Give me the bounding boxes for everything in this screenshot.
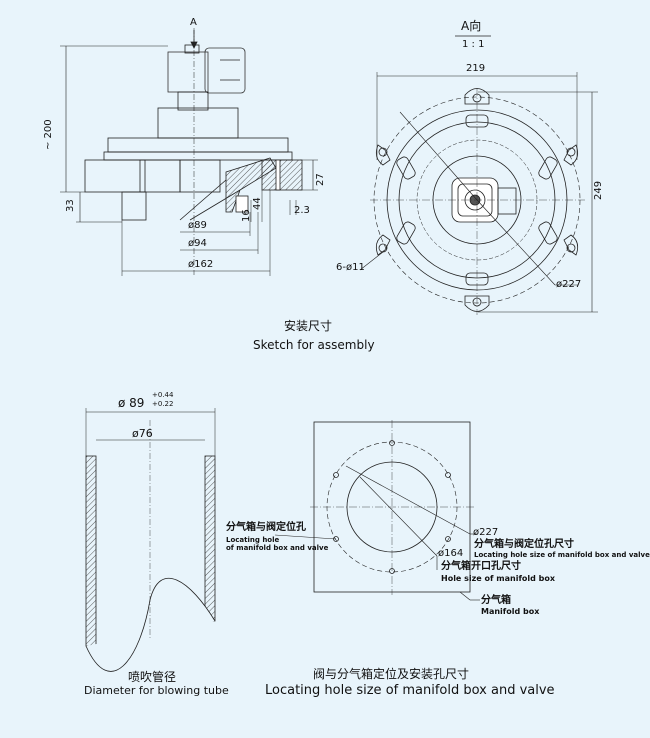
tube-caption-en: Diameter for blowing tube	[84, 684, 229, 697]
dim-d227-top: ø227	[556, 279, 582, 290]
dim-219: 219	[466, 63, 486, 74]
view-a-arrow-label: A	[190, 17, 197, 28]
dim-2-3: 2.3	[294, 205, 310, 216]
blowing-tube	[85, 408, 216, 672]
loc-hole-en2: of manifold box and valve	[226, 544, 329, 552]
assembly-caption-en: Sketch for assembly	[253, 338, 375, 352]
open-hole-cn: 分气箱开口孔尺寸	[441, 561, 521, 572]
dim-height: ~ 200	[43, 119, 54, 150]
open-hole-en: Hole size of manifold box	[441, 574, 556, 583]
dim-33: 33	[65, 199, 76, 212]
view-a-top	[359, 35, 598, 315]
loc-hole-cn: 分气箱与阀定位孔	[226, 522, 306, 533]
dim-16: 16	[241, 209, 252, 222]
dim-249: 249	[593, 180, 604, 200]
dim-27: 27	[315, 173, 326, 186]
tube-dim-outer: ø 89	[118, 396, 145, 410]
loc-hole2-en: Locating hole size of manifold box and v…	[474, 551, 650, 559]
box-en: Manifold box	[481, 607, 540, 616]
dim-d89: ø89	[188, 220, 207, 231]
tube-caption-cn: 喷吹管径	[128, 670, 177, 684]
tube-tol-upper: +0.44	[152, 391, 174, 399]
box-cn: 分气箱	[481, 595, 511, 606]
manifold-plate	[274, 420, 480, 601]
dim-d162: ø162	[188, 259, 214, 270]
loc-hole-en1: Locating hole	[226, 536, 280, 544]
dim-44: 44	[252, 197, 263, 210]
tube-tol-lower: +0.22	[152, 400, 174, 408]
view-a-title: A向	[461, 19, 482, 33]
manifold-dim-d227: ø227	[473, 527, 499, 538]
manifold-caption-cn: 阀与分气箱定位及安装孔尺寸	[313, 667, 470, 681]
assembly-caption-cn: 安装尺寸	[284, 319, 333, 333]
valve-side-view	[60, 28, 318, 276]
manifold-dim-d164: ø164	[438, 548, 464, 559]
dim-d94: ø94	[188, 238, 207, 249]
view-a-scale: 1 : 1	[462, 39, 485, 50]
loc-hole2-cn: 分气箱与阀定位孔尺寸	[474, 539, 574, 550]
tube-dim-inner: ø76	[132, 427, 153, 440]
manifold-caption-en: Locating hole size of manifold box and v…	[265, 683, 555, 698]
dim-holes: 6-ø11	[336, 262, 365, 273]
